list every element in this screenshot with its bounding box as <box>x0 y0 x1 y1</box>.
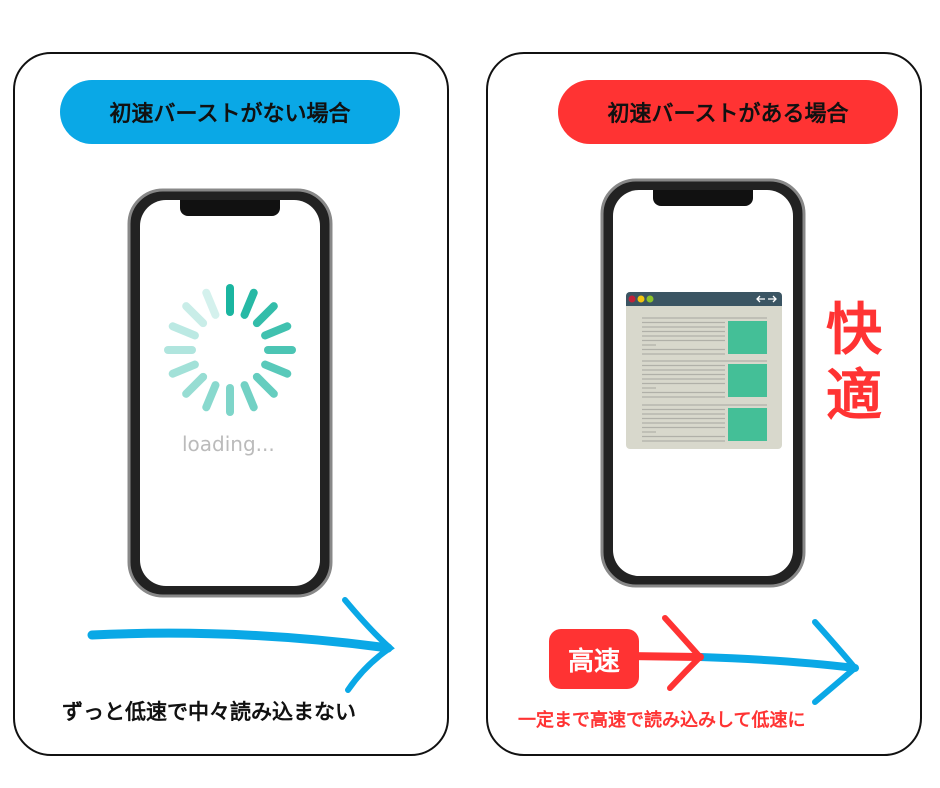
spinner-segment <box>182 302 208 328</box>
right-title: 初速バーストがある場合 <box>558 80 898 144</box>
spinner-segment <box>168 360 199 378</box>
left-title: 初速バーストがない場合 <box>60 80 400 144</box>
slow-arrow <box>87 597 395 693</box>
spinner-segment <box>182 372 208 398</box>
spinner-segment <box>202 288 220 319</box>
speed-badge: 高速 <box>549 629 639 689</box>
burst-arrow <box>626 615 860 705</box>
browser-window-icon <box>626 292 782 449</box>
loading-text: loading... <box>182 432 275 456</box>
spinner-segment <box>252 372 278 398</box>
spinner-segment <box>202 381 220 412</box>
spinner-segment <box>240 381 258 412</box>
spinner-segment <box>261 360 292 378</box>
right-caption: 一定まで高速で読み込みして低速に <box>518 710 806 731</box>
left-caption: ずっと低速で中々読み込まない <box>62 700 356 724</box>
comfort-label: 快適 <box>826 298 882 429</box>
spinner-segment <box>261 322 292 340</box>
spinner-segment <box>168 322 199 340</box>
spinner-segment <box>240 288 258 319</box>
loading-spinner-icon <box>164 284 296 416</box>
spinner-segment <box>252 302 278 328</box>
